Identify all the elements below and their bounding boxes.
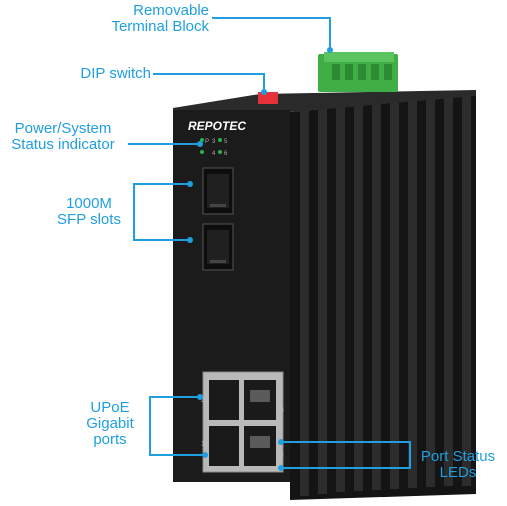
led-label: 4 xyxy=(212,151,216,157)
port-number: 4 xyxy=(280,407,284,414)
callout-power-status: Power/System Status indicator xyxy=(11,120,115,153)
top-face xyxy=(173,90,476,114)
callout-port-status-leds: Port Status LEDs xyxy=(420,448,496,481)
sfp-slot[interactable] xyxy=(202,167,234,215)
leader-dot xyxy=(202,452,208,458)
rj45-port[interactable] xyxy=(209,426,239,466)
callout-terminal-block: Removable Terminal Block xyxy=(111,2,209,35)
leader-dip-switch xyxy=(153,73,265,92)
leader-dot xyxy=(278,439,284,445)
terminal-block xyxy=(318,52,398,92)
led-label: 5 xyxy=(224,139,228,145)
port-number: 3 xyxy=(201,397,205,404)
leader-dot xyxy=(278,465,284,471)
rj45-port-block xyxy=(202,371,284,473)
sfp-slot[interactable] xyxy=(202,223,234,271)
led-label: P xyxy=(205,139,209,145)
leader-terminal-block xyxy=(212,17,331,50)
leader-upoe xyxy=(149,396,205,456)
leader-dot xyxy=(187,237,193,243)
callout-upoe-ports: UPoE Gigabit ports xyxy=(86,399,134,448)
rj45-port[interactable] xyxy=(209,380,239,420)
led xyxy=(218,138,222,142)
leader-dot xyxy=(187,181,193,187)
heatsink-fins xyxy=(290,94,476,500)
leader-dot xyxy=(197,141,203,147)
led xyxy=(200,138,204,142)
leader-dot xyxy=(327,47,333,53)
port-number: 1 xyxy=(201,441,205,448)
leader-dot xyxy=(261,89,267,95)
leader-dot xyxy=(197,394,203,400)
status-leds: P 3 5 4 6 xyxy=(200,138,228,157)
port-number: 2 xyxy=(280,453,284,460)
leader-port-leds xyxy=(281,441,411,469)
led xyxy=(200,150,204,154)
leader-lines xyxy=(128,17,411,469)
callout-sfp-slots: 1000M SFP slots xyxy=(57,195,121,228)
callout-dip-switch: DIP switch xyxy=(80,65,151,82)
dip-switch[interactable] xyxy=(258,92,278,104)
led-label: 3 xyxy=(212,139,216,145)
brand-logo: REPOTEC xyxy=(188,119,246,133)
led xyxy=(218,150,222,154)
leader-sfp xyxy=(133,183,190,241)
led-label: 6 xyxy=(224,151,228,157)
